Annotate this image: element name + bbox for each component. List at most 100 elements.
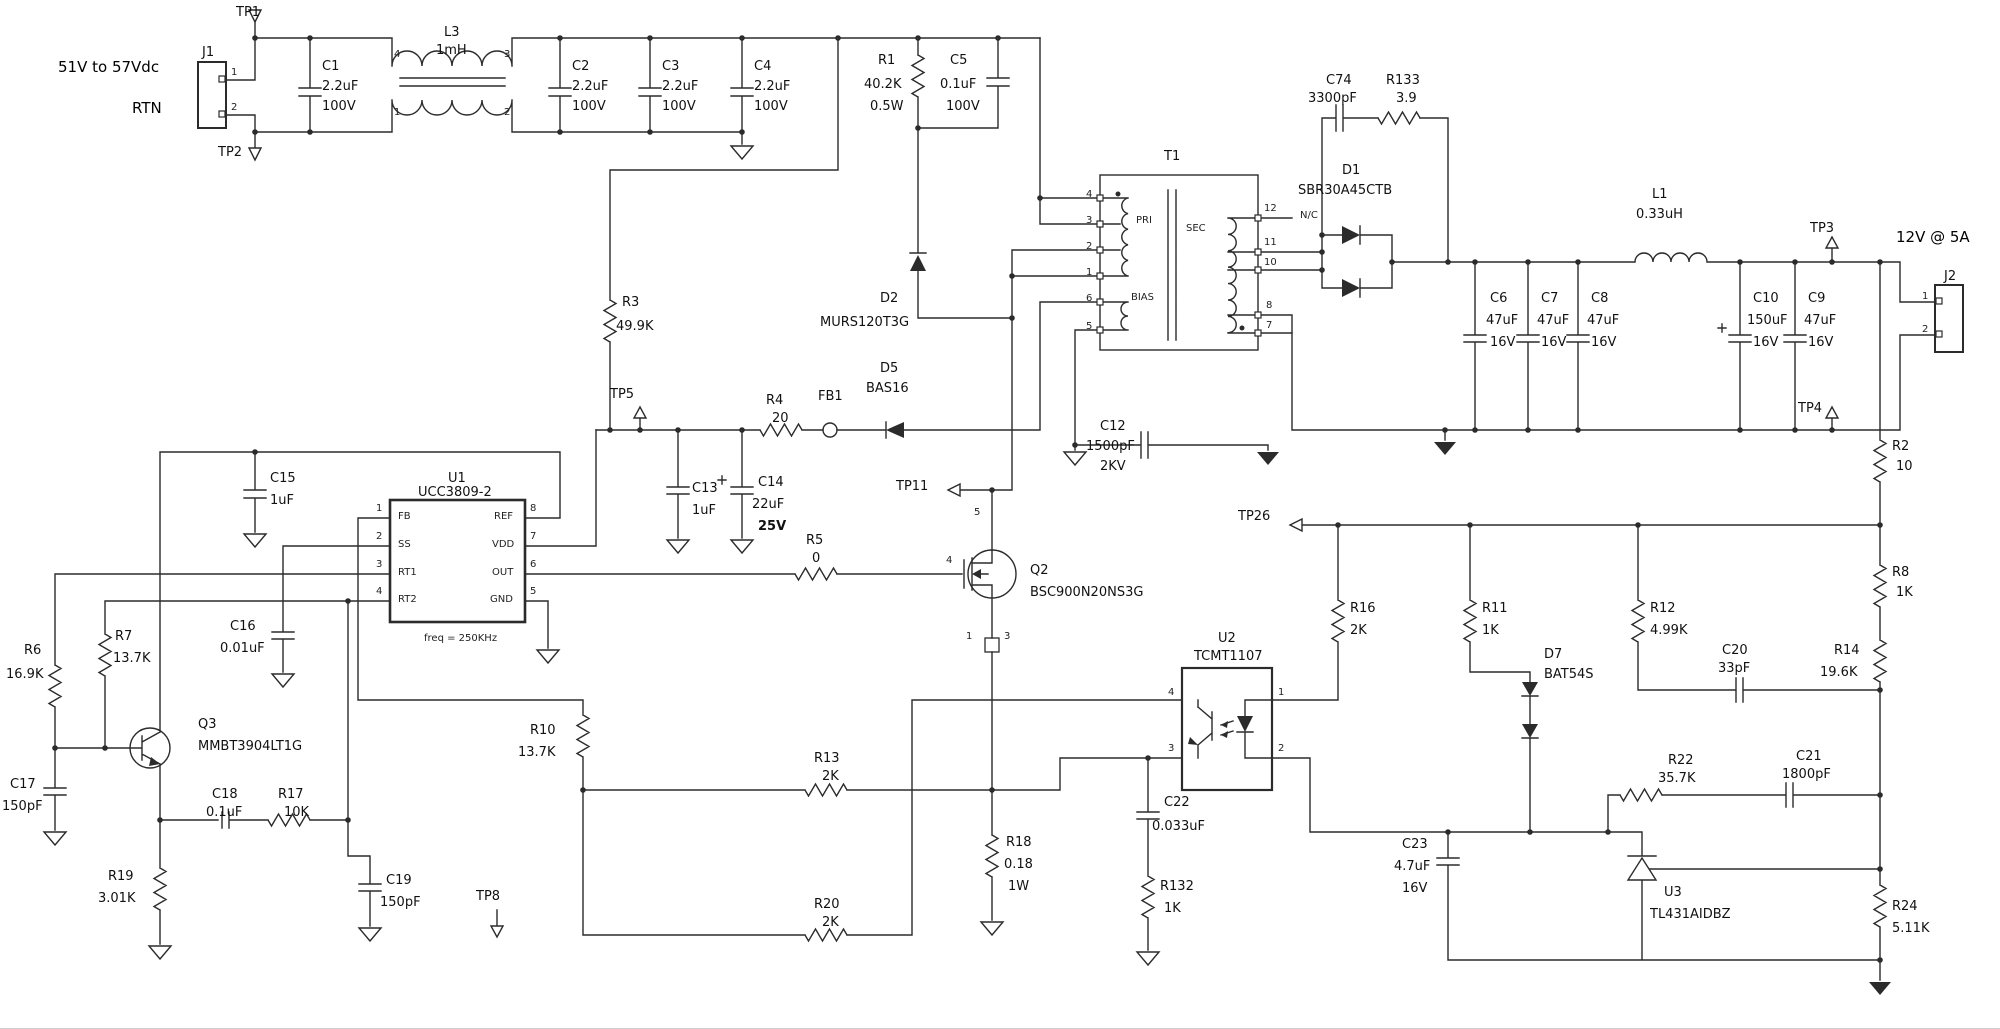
ground-c16 — [270, 673, 296, 689]
label-c10: C10 — [1753, 291, 1779, 306]
label-c20_v: 33pF — [1718, 661, 1751, 676]
label-u3: U3 — [1664, 885, 1682, 900]
pin-square — [218, 75, 226, 83]
controller-wires — [43, 429, 1183, 945]
junction-dot — [647, 129, 653, 135]
u2-led-arrow — [1237, 716, 1253, 732]
junction-dot — [739, 129, 745, 135]
label-c3: C3 — [662, 59, 680, 74]
label-c2: C2 — [572, 59, 590, 74]
winding-phase-dot — [1239, 325, 1245, 331]
junction-dot — [1389, 259, 1395, 265]
label-r2: R2 — [1892, 439, 1910, 454]
label-l1: L1 — [1652, 187, 1668, 202]
label-t1_pri: PRI — [1136, 215, 1152, 226]
pin-square — [1254, 248, 1262, 256]
q2-source-pin-block — [984, 637, 1000, 653]
q2-mosfet-outline — [967, 549, 1017, 599]
label-vin: 51V to 57Vdc — [58, 58, 160, 76]
junction-dot — [1145, 755, 1151, 761]
label-d1: D1 — [1342, 163, 1361, 178]
junction-dot — [915, 125, 921, 131]
label-r4: R4 — [766, 393, 784, 408]
label-j1_p2: 2 — [231, 102, 238, 113]
junction-dot — [1467, 522, 1473, 528]
label-l3_p2: 2 — [504, 107, 511, 118]
junction-dot — [1319, 267, 1325, 273]
label-r22: R22 — [1668, 753, 1694, 768]
junction-dot — [1009, 315, 1015, 321]
junction-dot — [1877, 522, 1883, 528]
label-r1: R1 — [878, 53, 896, 68]
junction-dot — [1335, 522, 1341, 528]
junction-dot — [1445, 259, 1451, 265]
junction-dot — [557, 129, 563, 135]
label-q2_d: 5 — [974, 507, 981, 518]
pin-square — [1254, 329, 1262, 337]
label-r18_v: 0.18 — [1004, 857, 1033, 872]
junction-dot — [557, 35, 563, 41]
tp1-flag — [247, 9, 263, 24]
label-u1_2: 2 — [376, 531, 383, 542]
primary-clamp-wires — [602, 37, 1101, 551]
label-c14_v: 22uF — [752, 497, 785, 512]
label-r10: R10 — [530, 723, 556, 738]
label-t1_bias: BIAS — [1131, 292, 1154, 303]
label-t1_p8: 8 — [1266, 300, 1273, 311]
input-filter-wires — [225, 21, 1041, 149]
label-q2_s3: 3 — [1004, 631, 1011, 642]
winding-phase-dot — [1115, 191, 1121, 197]
tp5-flag — [632, 405, 648, 419]
junction-dot — [252, 129, 258, 135]
label-j2: J2 — [1944, 269, 1957, 284]
label-u2_p1: 1 — [1278, 687, 1285, 698]
junction-dot — [1792, 427, 1798, 433]
label-u2_p3: 3 — [1168, 743, 1175, 754]
ground-r19 — [147, 945, 173, 961]
ground-c13 — [665, 539, 691, 555]
label-tp11: TP11 — [896, 479, 929, 494]
label-u1_rt1: RT1 — [398, 567, 417, 578]
label-c4_r: 100V — [754, 99, 788, 114]
label-c8: C8 — [1591, 291, 1609, 306]
label-c10_r: 16V — [1753, 335, 1779, 350]
junction-dot — [647, 35, 653, 41]
label-c9: C9 — [1808, 291, 1826, 306]
junction-dot — [1525, 427, 1531, 433]
label-c3_r: 100V — [662, 99, 696, 114]
label-d5_p: BAS16 — [866, 381, 909, 396]
label-t1_nc: N/C — [1300, 210, 1318, 221]
label-r6: R6 — [24, 643, 42, 658]
label-r132_v: 1K — [1164, 901, 1181, 916]
label-t1_sec: SEC — [1186, 223, 1206, 234]
label-tp3: TP3 — [1810, 221, 1835, 236]
ground-secondary-output — [1434, 442, 1456, 455]
junction-dot — [307, 35, 313, 41]
label-rtn: RTN — [132, 99, 162, 117]
label-u1_rt2: RT2 — [398, 594, 417, 605]
label-t1_p1: 1 — [1086, 267, 1093, 278]
j2-connector-body — [1934, 284, 1964, 353]
label-c4_v: 2.2uF — [754, 79, 791, 94]
label-r18: R18 — [1006, 835, 1032, 850]
label-tp8: TP8 — [476, 889, 501, 904]
label-t1: T1 — [1164, 149, 1181, 164]
label-c9_r: 16V — [1808, 335, 1834, 350]
label-tp4: TP4 — [1798, 401, 1823, 416]
junction-dot — [989, 487, 995, 493]
label-r3_v: 49.9K — [616, 319, 654, 334]
label-c18_v: 0.1uF — [206, 805, 243, 820]
junction-dot — [1037, 195, 1043, 201]
u2-emitter-arrow — [1188, 737, 1198, 745]
label-c74: C74 — [1326, 73, 1352, 88]
fb1-ferrite-bead — [822, 422, 838, 438]
junction-dot — [1472, 427, 1478, 433]
label-q2: Q2 — [1030, 563, 1049, 578]
label-c19_v: 150pF — [380, 895, 421, 910]
label-t1_p3: 3 — [1086, 215, 1093, 226]
junction-dot — [835, 35, 841, 41]
label-u1_vdd: VDD — [492, 539, 515, 550]
label-j2_p2: 2 — [1922, 324, 1929, 335]
